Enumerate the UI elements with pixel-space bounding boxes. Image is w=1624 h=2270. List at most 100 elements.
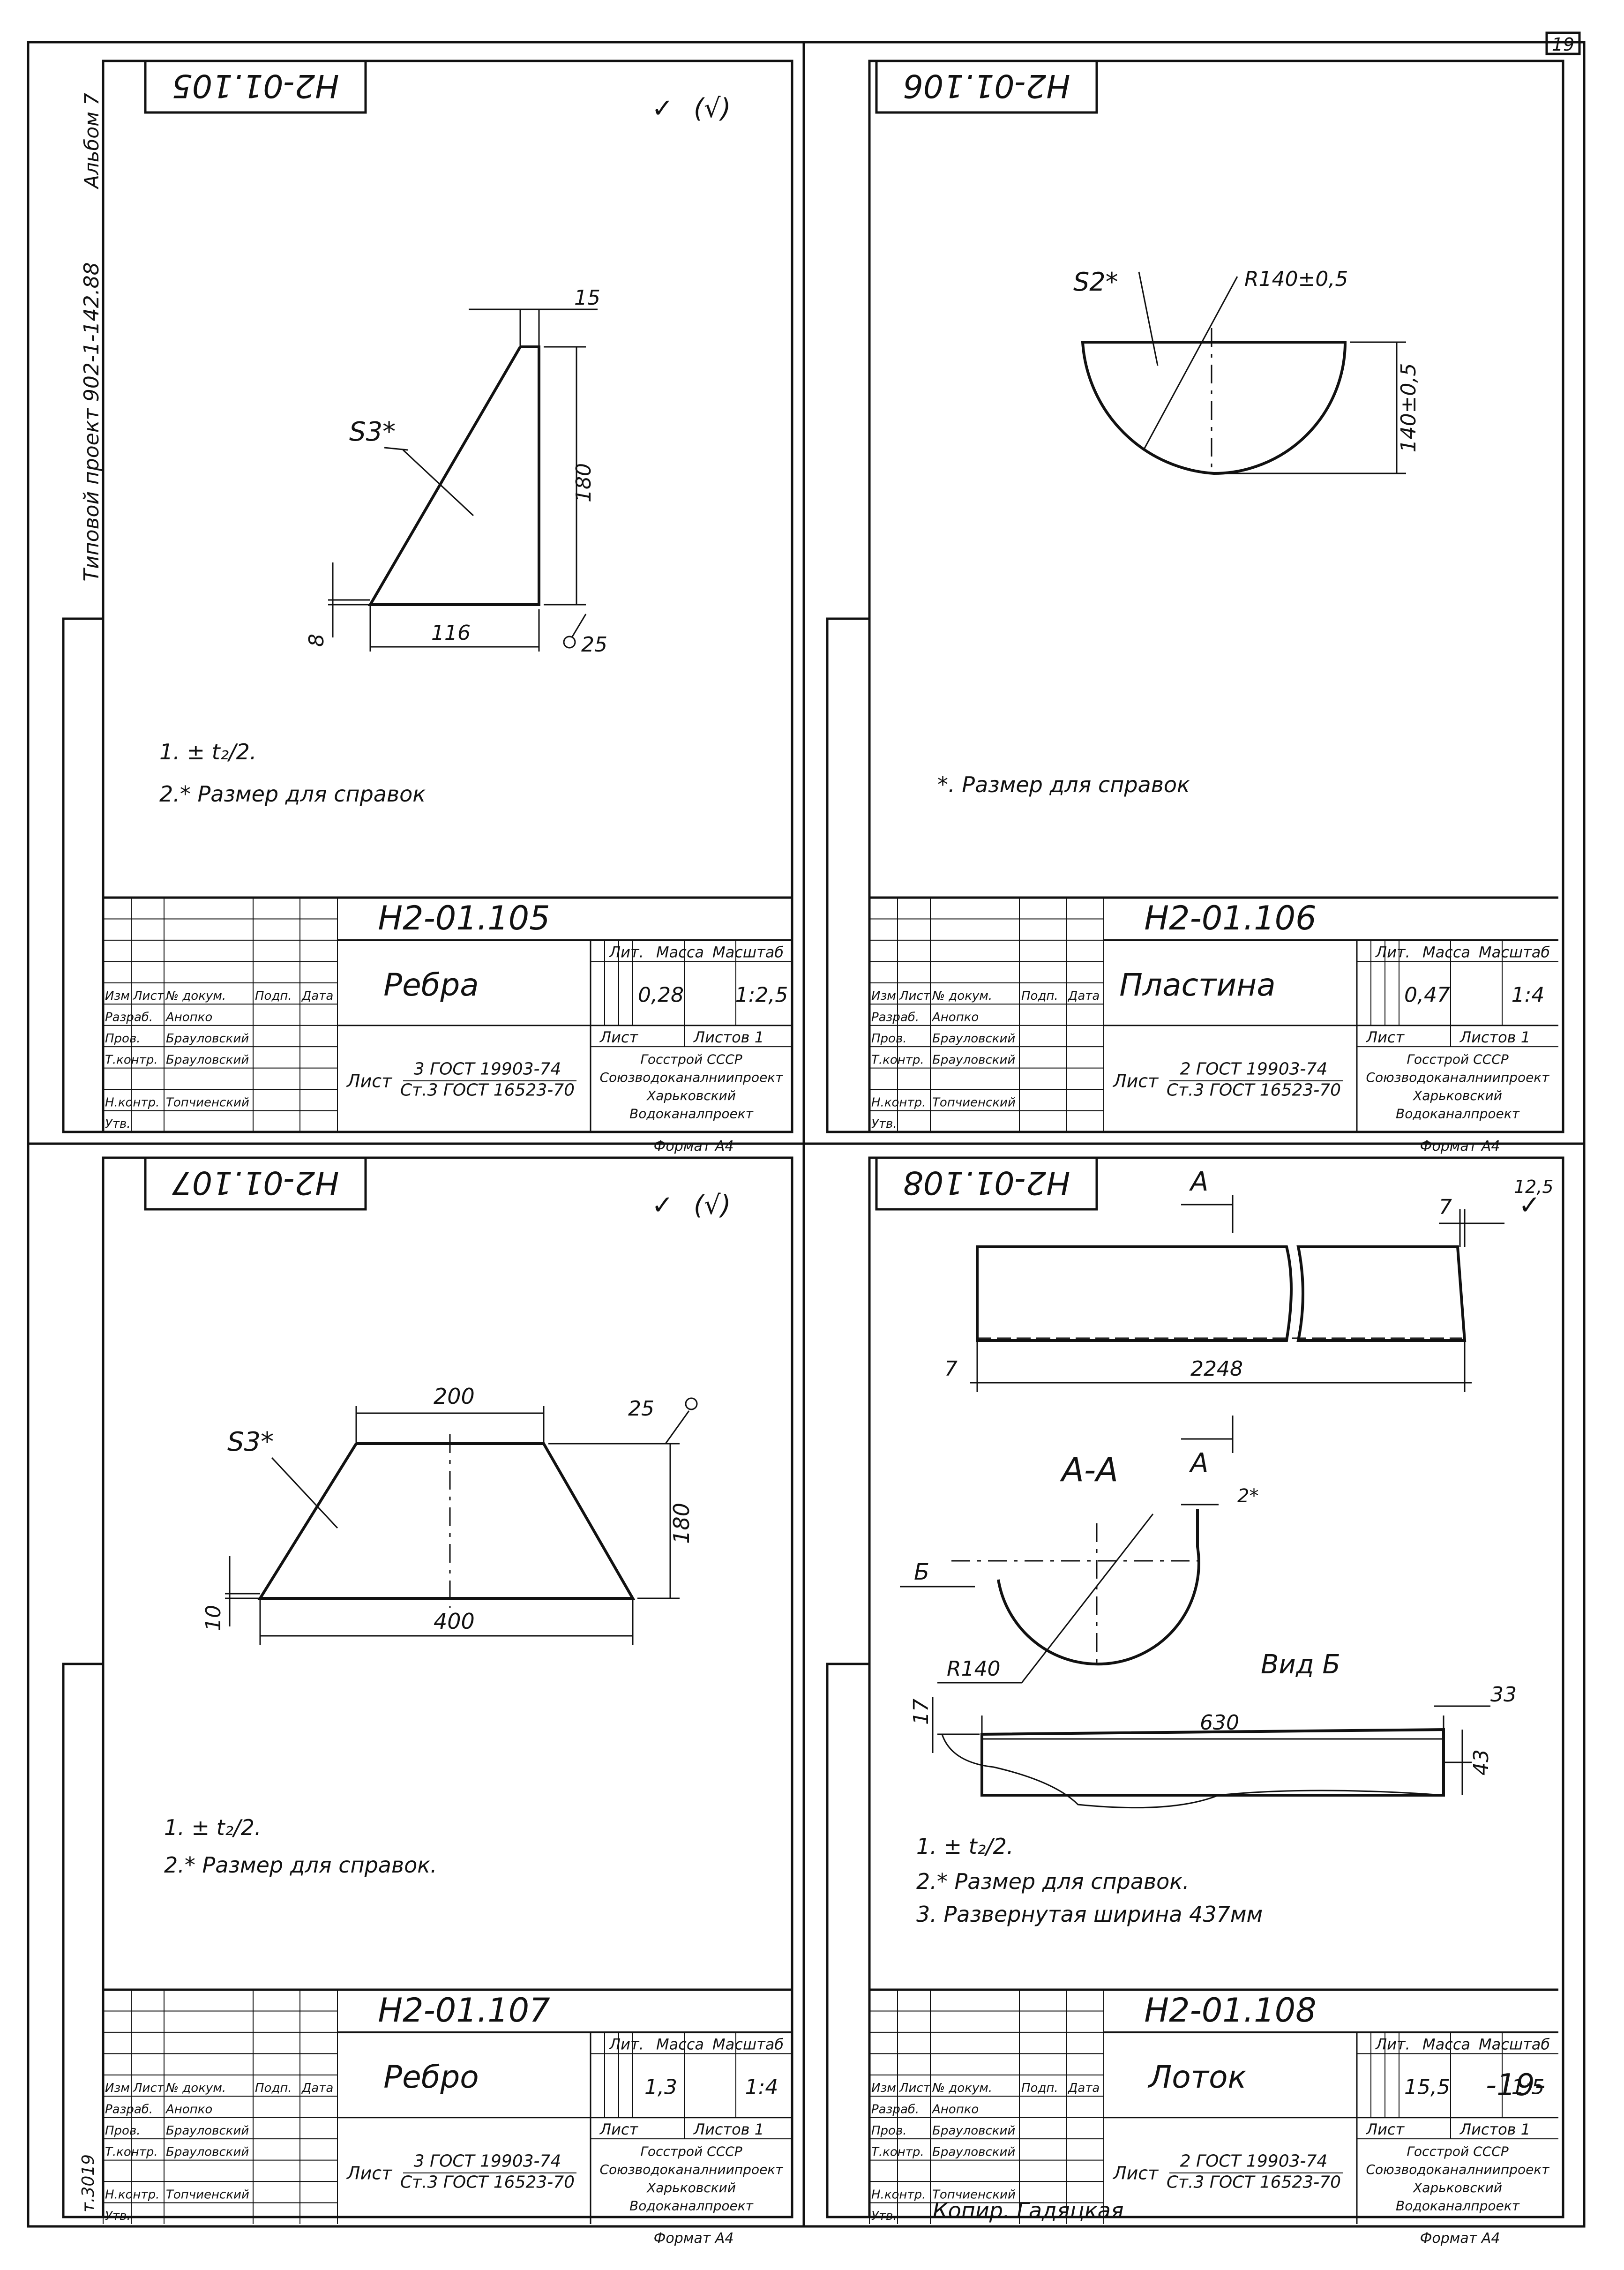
org-line: Госстрой СССР [1407, 1052, 1508, 1067]
title-code: Н2-01.108 [1144, 1991, 1316, 2030]
center-bottom-number: -19- [1486, 2068, 1546, 2103]
stamp-role: Пров. [105, 1032, 141, 1046]
stamp-person: Топчиенский [166, 2188, 249, 2202]
stamp-header: Дата [301, 2081, 333, 2095]
stamp-person: Топчиенский [932, 1095, 1016, 1109]
label-lit: Лит. [1375, 2035, 1410, 2053]
material-bottom: Ст.3 ГОСТ 16523-70 [400, 2173, 575, 2192]
code-box-107 [144, 1156, 367, 1211]
title-name: Пластина [1119, 967, 1275, 1003]
check-icon: ✓ [651, 93, 674, 124]
stamp-role: Разраб. [871, 2103, 919, 2117]
title-name: Ребро [383, 2059, 479, 2095]
dim-108-e: 7 [944, 1357, 958, 1381]
stamp-role: Т.контр. [105, 1053, 158, 1067]
note-107-1: 1. ± t₂/2. [164, 1815, 262, 1840]
side-strip-top-right [826, 617, 871, 1133]
stamp-header: № докум. [931, 989, 992, 1003]
dim-107-r: 25 [628, 1397, 654, 1421]
number-box [1545, 31, 1581, 55]
stamp-role: Пров. [105, 2124, 141, 2138]
roughness-105: (√) [694, 93, 731, 124]
format-label: Формат А4 [1420, 2230, 1500, 2247]
frame-105 [102, 60, 793, 1133]
stamp-person: Топчиенский [932, 2188, 1016, 2202]
dims-105 [328, 308, 598, 652]
stamp-header: № докум. [165, 989, 226, 1003]
title-name: Лоток [1148, 2059, 1247, 2095]
label-list: Лист [599, 1028, 638, 1046]
part-106 [1081, 341, 1347, 475]
stamp-role: Пров. [871, 2124, 907, 2138]
dims-108 [900, 1195, 1504, 1809]
project-note: Типовой проект 902-1-142.88 [80, 262, 104, 581]
label-material: Лист [346, 1071, 393, 1092]
org-line: Госстрой СССР [1407, 2144, 1508, 2159]
dim-106-h: 140±0,5 [1397, 363, 1421, 453]
note-106-1: *. Размер для справок [937, 772, 1190, 797]
dim-107-top: 200 [434, 1384, 475, 1409]
label-108-aa: А-А [1060, 1451, 1118, 1489]
label-material: Лист [1112, 1071, 1159, 1092]
stamp-role: Разраб. [105, 2103, 153, 2117]
material-top: 2 ГОСТ 19903-74 [1180, 1059, 1328, 1079]
org-line: Водоканалпроект [629, 1106, 754, 1121]
dim-105-d3: 116 [431, 621, 471, 645]
side-strip-top-left [62, 617, 105, 1133]
dim-108-r: R140 [947, 1657, 1001, 1681]
org-line: Водоканалпроект [1396, 2198, 1520, 2213]
code-upside-105: Н2-01.105 [172, 67, 339, 104]
title-sheets: Листов 1 [693, 1028, 764, 1046]
format-label: Формат А4 [654, 2230, 734, 2247]
side-strip-bottom-left [62, 1663, 105, 2218]
note-108-2: 2.* Размер для справок. [916, 1869, 1190, 1894]
dims-107 [225, 1397, 698, 1645]
label-masshtab: Масштаб [1479, 2035, 1550, 2053]
label-masshtab: Масштаб [712, 2035, 784, 2053]
title-sheets: Листов 1 [1459, 1028, 1530, 1046]
stamp-person: Анопко [165, 2103, 212, 2117]
label-massa: Масса [1422, 943, 1470, 961]
stamp-header: Дата [1068, 989, 1100, 1003]
label-list: Лист [1366, 1028, 1405, 1046]
code-box-108 [875, 1156, 1098, 1211]
dim-105-r: 25 [581, 633, 607, 657]
roughness-107: (√) [694, 1190, 731, 1221]
title-code: Н2-01.107 [378, 1991, 550, 2030]
material-top: 3 ГОСТ 19903-74 [414, 1059, 561, 1079]
org-line: Харьковский [646, 1088, 736, 1103]
dims-106 [1138, 271, 1406, 474]
org-line: Госстрой СССР [640, 1052, 742, 1067]
org-line: Харьковский [646, 2180, 736, 2195]
title-mass: 15,5 [1404, 2075, 1450, 2099]
code-box-106 [875, 60, 1098, 114]
dim-105-d2: 180 [572, 463, 596, 502]
note-107-2: 2.* Размер для справок. [164, 1852, 437, 1878]
org-line: Союзводоканалниипроект [599, 1070, 783, 1085]
code-upside-106: Н2-01.106 [903, 67, 1070, 104]
label-massa: Масса [1422, 2035, 1470, 2053]
label-lit: Лит. [609, 943, 644, 961]
org-line: Госстрой СССР [640, 2144, 742, 2159]
title-scale: 1:4 [1512, 983, 1545, 1007]
format-label: Формат А4 [1420, 1138, 1500, 1154]
sheet-number: 19 [1552, 34, 1574, 55]
dim-108-17: 17 [909, 1699, 933, 1725]
note-105-1: 1. ± t₂/2. [159, 739, 257, 764]
part-107 [257, 1442, 636, 1600]
org-line: Союзводоканалниипроект [1366, 2162, 1549, 2177]
material-top: 3 ГОСТ 19903-74 [414, 2151, 561, 2171]
stamp-role: Утв. [105, 2209, 131, 2223]
stamp-role: Н.контр. [105, 1095, 159, 1109]
title-sheets: Листов 1 [693, 2120, 764, 2138]
material-bottom: Ст.3 ГОСТ 16523-70 [400, 1081, 575, 1100]
material-bottom: Ст.3 ГОСТ 16523-70 [1167, 1081, 1341, 1100]
outer-frame [27, 41, 1586, 2228]
code-box-105 [144, 60, 367, 114]
stamp-header: Лист [133, 2081, 165, 2095]
stamp-header: Изм [105, 2081, 130, 2095]
